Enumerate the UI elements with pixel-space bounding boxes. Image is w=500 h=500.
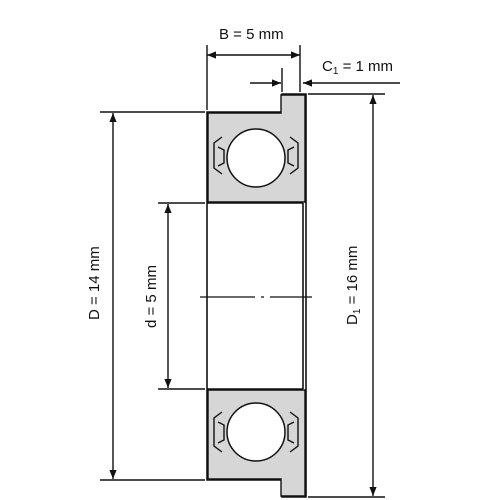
top-ball <box>226 128 286 188</box>
top-section <box>207 94 306 203</box>
top-seal-right-icon <box>287 136 299 175</box>
bottom-section <box>207 389 306 497</box>
bottom-seal-left-icon <box>213 411 225 453</box>
dimension-bore: d = 5 mm <box>143 202 205 390</box>
dimension-b: B = 5 mm <box>206 26 301 110</box>
dimension-bore-label: d = 5 mm <box>143 265 160 328</box>
dimension-d1-label: D1 = 16 mm <box>344 246 363 325</box>
dimension-d: D = 14 mm <box>86 111 205 481</box>
dimension-c1: C1 = 1 mm <box>250 58 400 92</box>
dimension-d1: D1 = 16 mm <box>308 93 385 498</box>
bottom-ball <box>226 402 286 462</box>
dimension-d-label: D = 14 mm <box>86 246 103 320</box>
bottom-seal-right-icon <box>287 411 299 453</box>
top-seal-left-icon <box>213 136 225 175</box>
dimension-c1-label: C1 = 1 mm <box>322 58 393 77</box>
dimension-b-label: B = 5 mm <box>219 26 284 43</box>
